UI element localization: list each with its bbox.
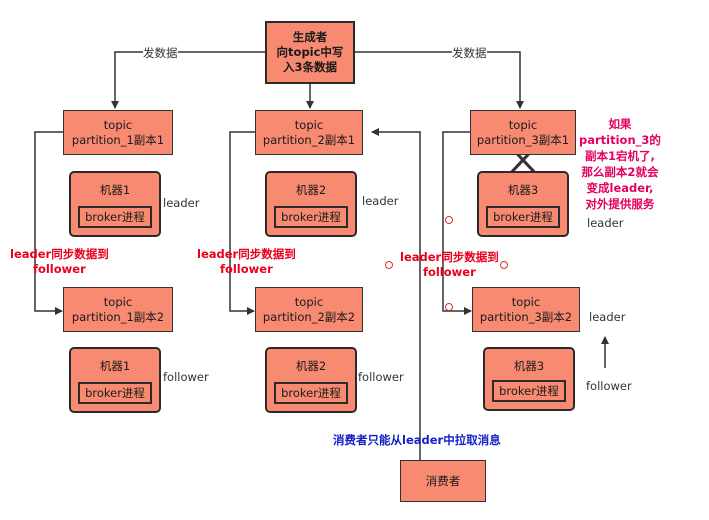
role-label: leader xyxy=(163,196,200,210)
machine-2-bottom: 机器2 broker进程 xyxy=(265,347,357,413)
sync-line1: leader同步数据到 xyxy=(10,247,109,261)
sync-line2: follower xyxy=(32,262,86,276)
failover-note: 如果 partition_3的 副本1宕机了, 那么副本2就会 变成leader… xyxy=(579,116,661,212)
role-label: leader xyxy=(589,310,626,324)
sync-arrow-3 xyxy=(442,131,472,315)
anchor-dot xyxy=(445,303,453,311)
sync-label-3: leader同步数据到 follower xyxy=(400,250,499,280)
topic-label: topic xyxy=(103,294,133,309)
machine-name: 机器1 xyxy=(99,183,131,197)
partition-label: partition_3副本2 xyxy=(479,309,573,324)
sync-line2: follower xyxy=(219,262,273,276)
send-label-right: 发数据 xyxy=(452,45,487,61)
broker-process: broker进程 xyxy=(274,382,348,404)
machine-1-bottom: 机器1 broker进程 xyxy=(69,347,161,413)
broker-process: broker进程 xyxy=(492,380,566,402)
machine-name: 机器1 xyxy=(99,359,131,373)
note-line: 副本1宕机了, xyxy=(585,149,655,163)
send-label-left: 发数据 xyxy=(143,45,178,61)
sync-label-2: leader同步数据到 follower xyxy=(197,247,296,277)
partition-3-follower-box: topic partition_3副本2 xyxy=(472,287,580,332)
anchor-dot xyxy=(500,261,508,269)
partition-label: partition_2副本1 xyxy=(262,132,356,147)
anchor-dot xyxy=(385,261,393,269)
sync-arrow-1 xyxy=(34,131,63,315)
sync-line2: follower xyxy=(422,265,476,279)
role-label: follower xyxy=(358,370,404,384)
partition-label: partition_1副本2 xyxy=(71,309,165,324)
topic-label: topic xyxy=(294,117,324,132)
note-line: 如果 xyxy=(608,117,632,131)
note-line: 变成leader, xyxy=(586,181,654,195)
broker-process: broker进程 xyxy=(78,382,152,404)
note-line: partition_3的 xyxy=(579,133,661,147)
consumer-note: 消费者只能从leader中拉取消息 xyxy=(333,433,501,447)
machine-name: 机器3 xyxy=(507,183,539,197)
send-arrow-right xyxy=(355,51,524,109)
note-line: 那么副本2就会 xyxy=(581,165,659,179)
machine-1-top: 机器1 broker进程 xyxy=(69,171,161,237)
broker-process: broker进程 xyxy=(78,206,152,228)
machine-name: 机器2 xyxy=(295,359,327,373)
role-label: follower xyxy=(586,379,632,393)
note-line: 对外提供服务 xyxy=(585,197,655,211)
consumer-pull-arrow xyxy=(371,128,421,460)
machine-2-top: 机器2 broker进程 xyxy=(265,171,357,237)
send-arrow-left xyxy=(111,51,265,109)
topic-label: topic xyxy=(508,117,538,132)
partition-label: partition_1副本1 xyxy=(71,132,165,147)
role-label: leader xyxy=(587,216,624,230)
partition-1-leader-box: topic partition_1副本1 xyxy=(63,110,173,155)
broker-process: broker进程 xyxy=(274,206,348,228)
broker-process: broker进程 xyxy=(486,206,560,228)
partition-3-leader-box: topic partition_3副本1 xyxy=(470,110,576,155)
sync-arrow-2 xyxy=(229,131,255,315)
producer-box: 生成者 向topic中写 入3条数据 xyxy=(265,21,355,84)
sync-label-1: leader同步数据到 follower xyxy=(10,247,109,277)
partition-1-follower-box: topic partition_1副本2 xyxy=(63,287,173,332)
sync-line1: leader同步数据到 xyxy=(400,250,499,264)
anchor-dot xyxy=(445,216,453,224)
producer-line1: 生成者 xyxy=(292,30,328,44)
machine-3-top: 机器3 broker进程 xyxy=(477,171,569,237)
partition-2-follower-box: topic partition_2副本2 xyxy=(255,287,363,332)
machine-name: 机器2 xyxy=(295,183,327,197)
producer-line3: 入3条数据 xyxy=(282,60,337,74)
machine-name: 机器3 xyxy=(513,359,545,373)
role-label: leader xyxy=(362,194,399,208)
role-label: follower xyxy=(163,370,209,384)
topic-label: topic xyxy=(511,294,541,309)
partition-2-leader-box: topic partition_2副本1 xyxy=(255,110,363,155)
partition-label: partition_2副本2 xyxy=(262,309,356,324)
topic-label: topic xyxy=(294,294,324,309)
partition-label: partition_3副本1 xyxy=(476,132,570,147)
machine-3-bottom: 机器3 broker进程 xyxy=(483,347,575,411)
sync-line1: leader同步数据到 xyxy=(197,247,296,261)
topic-label: topic xyxy=(103,117,133,132)
consumer-box: 消费者 xyxy=(400,460,486,502)
consumer-label: 消费者 xyxy=(425,473,461,488)
producer-line2: 向topic中写 xyxy=(276,45,344,59)
